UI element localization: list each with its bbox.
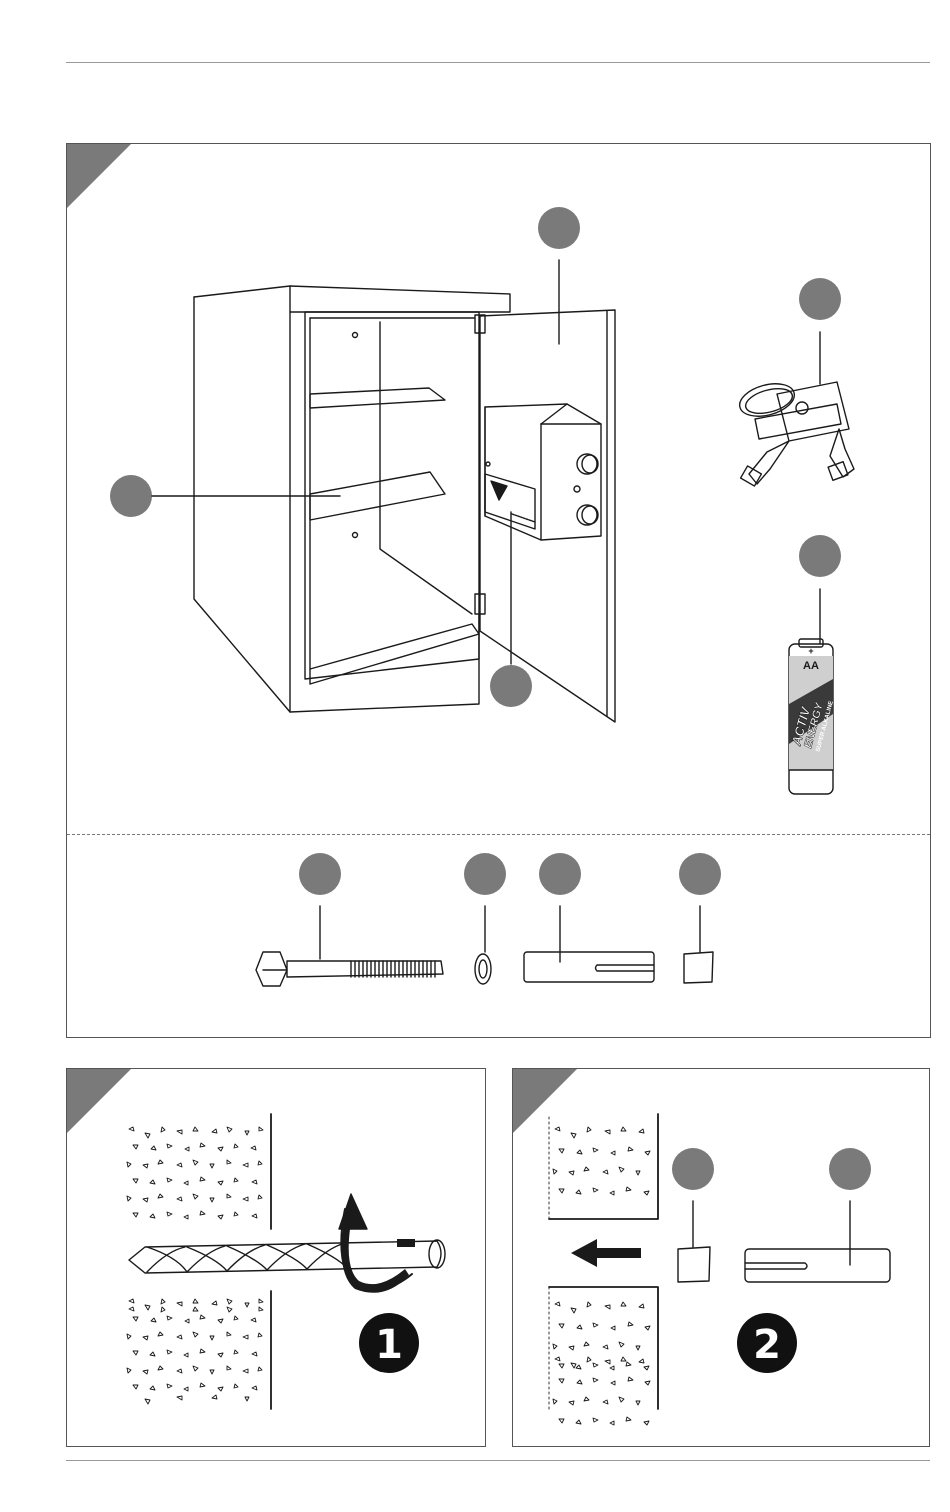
bolt-icon bbox=[256, 853, 443, 986]
top-rule bbox=[66, 62, 930, 63]
battery-size-label: AA bbox=[803, 660, 819, 672]
washer-icon bbox=[464, 853, 506, 984]
callout-door bbox=[538, 207, 580, 249]
figure-a-divider bbox=[67, 834, 930, 835]
figure-c-panel: 2 bbox=[512, 1068, 930, 1447]
anchor-wedge-icon bbox=[672, 1148, 714, 1282]
insert-arrow-icon bbox=[571, 1239, 641, 1267]
safe-illustration bbox=[194, 286, 615, 722]
callout-shelf bbox=[110, 475, 152, 517]
battery-polarity-label: + bbox=[808, 646, 813, 656]
keys-icon bbox=[736, 278, 854, 486]
figure-a-panel: + AA ACTIV ENERGY SUPER ALKALINE bbox=[66, 143, 931, 1038]
step-number-2: 2 bbox=[753, 1322, 781, 1368]
step-number-1: 1 bbox=[375, 1322, 403, 1368]
figure-b-panel: 1 bbox=[66, 1068, 486, 1447]
step-badge-2: 2 bbox=[737, 1313, 797, 1373]
anchor-sleeve-icon bbox=[524, 853, 654, 982]
step-badge-1: 1 bbox=[359, 1313, 419, 1373]
masonry-wall-icon bbox=[549, 1114, 658, 1425]
anchor-wedge-icon bbox=[679, 853, 721, 983]
callout-battery-compartment bbox=[490, 665, 532, 707]
bottom-rule bbox=[66, 1460, 930, 1461]
battery-icon: + AA ACTIV ENERGY SUPER ALKALINE bbox=[788, 535, 841, 794]
anchor-sleeve-icon bbox=[745, 1148, 890, 1282]
